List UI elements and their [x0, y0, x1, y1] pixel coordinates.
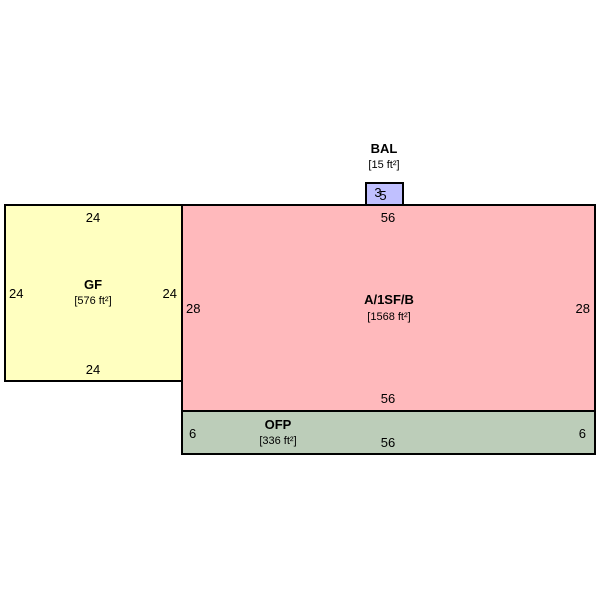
- room-ofp-dim-left: 6: [189, 426, 196, 441]
- room-ofp-dim-bottom: 56: [381, 435, 395, 450]
- room-bal-name: BAL: [371, 141, 398, 156]
- room-a1sfb: A/1SF/B [1568 ft²] 56 56 28 28: [181, 204, 596, 412]
- room-ofp: OFP [336 ft²] 56 6 6: [181, 410, 596, 455]
- room-a1sfb-dim-right: 28: [576, 301, 590, 316]
- room-ofp-dim-right: 6: [579, 426, 586, 441]
- room-ofp-name: OFP: [265, 417, 292, 432]
- room-ofp-area: [336 ft²]: [259, 435, 296, 447]
- room-gf-dim-left: 24: [9, 286, 23, 301]
- room-gf-area: [576 ft²]: [74, 295, 111, 307]
- room-bal-shape: [365, 182, 404, 206]
- room-a1sfb-dim-bottom: 56: [381, 391, 395, 406]
- room-bal-area: [15 ft²]: [368, 159, 399, 171]
- room-bal-dim-depth: 5: [379, 188, 386, 203]
- room-gf: GF [576 ft²] 24 24 24 24: [4, 204, 183, 382]
- room-gf-dim-right: 24: [163, 286, 177, 301]
- room-a1sfb-area: [1568 ft²]: [367, 311, 410, 323]
- room-gf-name: GF: [84, 277, 102, 292]
- room-gf-dim-bottom: 24: [86, 362, 100, 377]
- room-bal: BAL [15 ft²] 3 5: [365, 141, 404, 206]
- room-gf-shape: [4, 204, 183, 382]
- room-gf-dim-top: 24: [86, 210, 100, 225]
- room-bal-dim-width: 3: [374, 185, 381, 200]
- room-ofp-shape: [181, 410, 596, 455]
- room-a1sfb-shape: [181, 204, 596, 412]
- room-a1sfb-dim-top: 56: [381, 210, 395, 225]
- room-a1sfb-dim-left: 28: [186, 301, 200, 316]
- room-a1sfb-name: A/1SF/B: [364, 292, 414, 307]
